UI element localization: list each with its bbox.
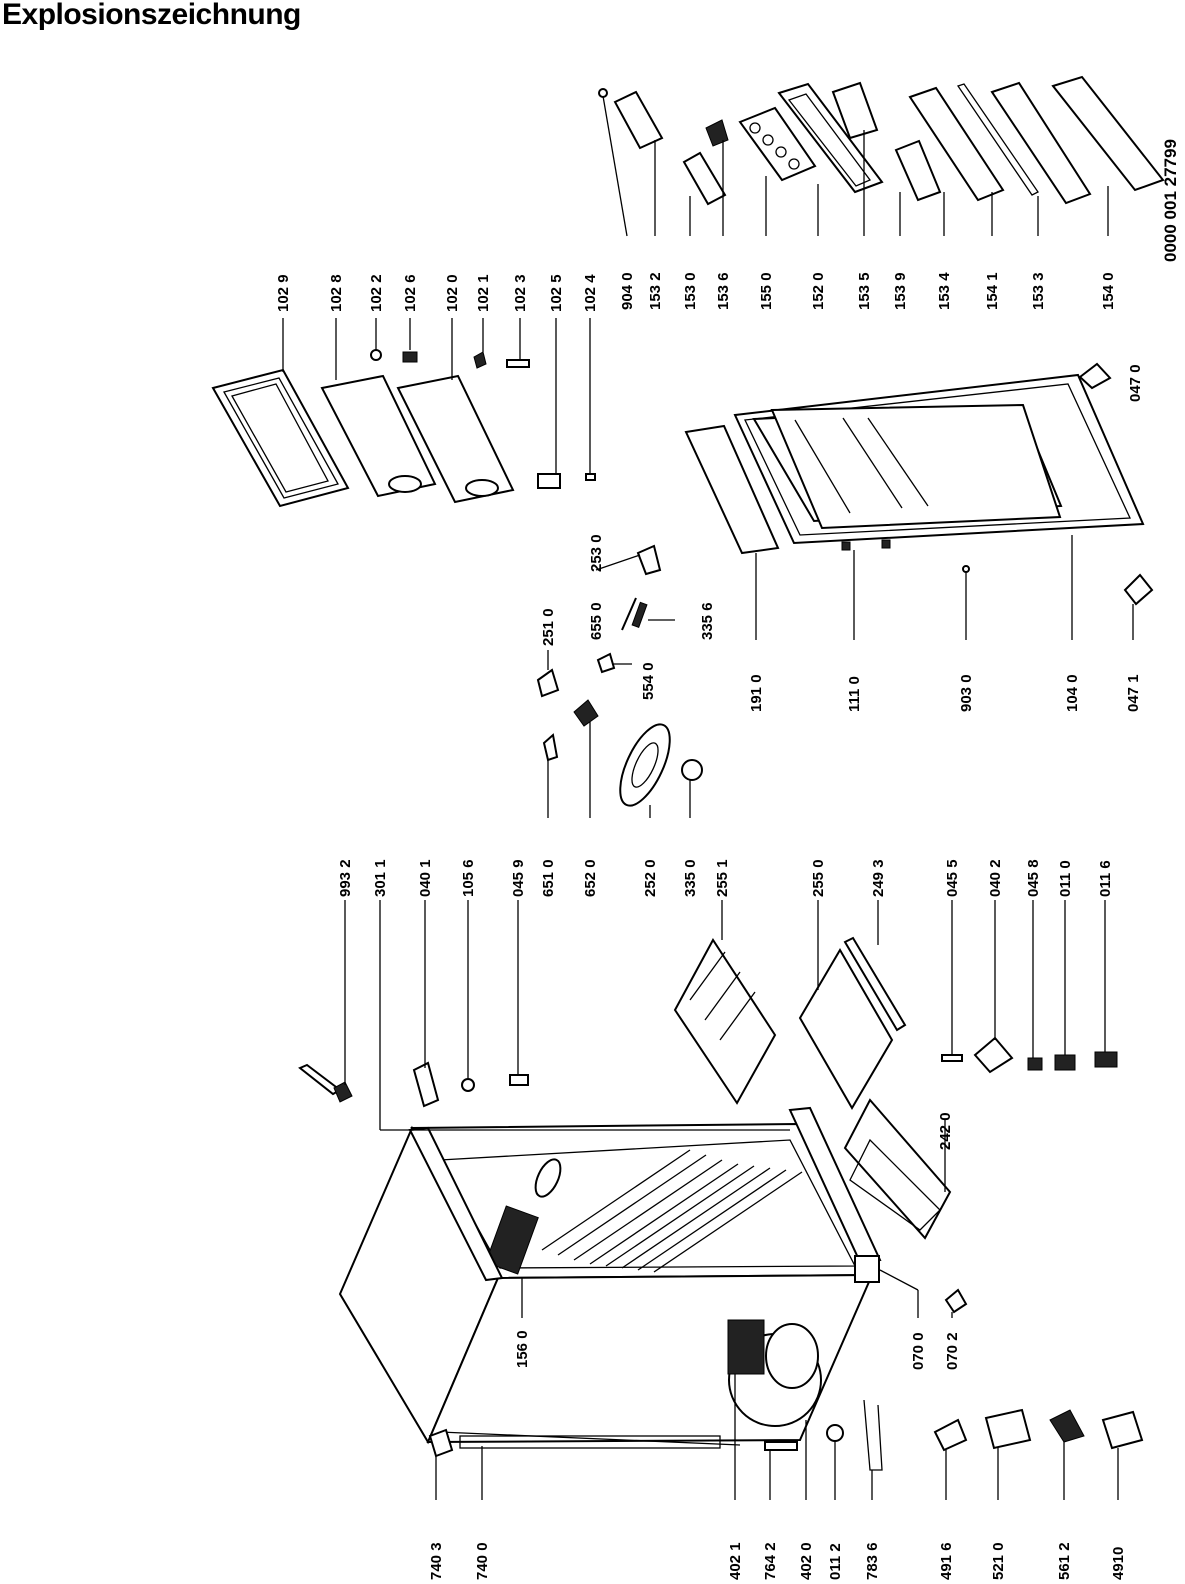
label-783-6: 783 6 (864, 1542, 881, 1580)
label-153-3: 153 3 (1030, 272, 1047, 310)
label-993-2: 993 2 (337, 859, 354, 897)
label-335-0: 335 0 (682, 859, 699, 897)
part-labels: 102 9 102 8 102 2 102 6 102 0 102 1 102 … (275, 139, 1180, 1580)
label-554-0: 554 0 (640, 662, 657, 700)
drawing-glass-shelf-1028 (320, 374, 437, 498)
label-651-0: 651 0 (540, 859, 557, 897)
label-491-6: 491 6 (938, 1542, 955, 1580)
drawing-cabinet-body (338, 1106, 882, 1458)
label-155-0: 155 0 (758, 272, 775, 310)
label-047-0: 047 0 (1127, 364, 1144, 402)
label-102-5: 102 5 (548, 274, 565, 312)
label-402-0: 402 0 (798, 1542, 815, 1580)
label-102-4: 102 4 (582, 274, 599, 312)
label-301-1: 301 1 (372, 859, 389, 897)
drawing-glass-shelf-1020 (396, 374, 515, 504)
label-253-0: 253 0 (588, 534, 605, 572)
leader-lines (282, 95, 1134, 1500)
label-102-6: 102 6 (402, 274, 419, 312)
label-153-0: 153 0 (682, 272, 699, 310)
label-070-0: 070 0 (910, 1332, 927, 1370)
label-040-1: 040 1 (417, 859, 434, 897)
label-251-0: 251 0 (540, 608, 557, 646)
label-153-9: 153 9 (892, 272, 909, 310)
drawing-control-parts (536, 544, 703, 807)
label-152-0: 152 0 (810, 272, 827, 310)
drawing-small-parts-102x (370, 349, 596, 489)
label-255-1: 255 1 (714, 859, 731, 897)
label-521-0: 521 0 (990, 1542, 1007, 1580)
label-111-0: 111 0 (846, 676, 863, 712)
label-045-9: 045 9 (510, 859, 527, 897)
drawing-shelf-frame-1029 (211, 368, 350, 508)
label-102-1: 102 1 (475, 274, 492, 312)
label-047-1: 047 1 (1125, 674, 1142, 712)
label-740-3: 740 3 (428, 1542, 445, 1580)
label-153-5: 153 5 (856, 272, 873, 310)
label-045-8: 045 8 (1025, 859, 1042, 897)
label-104-0: 104 0 (1064, 674, 1081, 712)
label-070-2: 070 2 (944, 1332, 961, 1370)
label-903-0: 903 0 (958, 674, 975, 712)
label-561-2: 561 2 (1056, 1542, 1073, 1580)
label-102-2: 102 2 (368, 274, 385, 312)
drawing-glass-shelves-and-drawer (298, 936, 1144, 1471)
label-011-2: 011 2 (827, 1543, 844, 1580)
label-249-3: 249 3 (870, 859, 887, 897)
label-040-2: 040 2 (987, 859, 1004, 897)
label-652-0: 652 0 (582, 859, 599, 897)
label-764-2: 764 2 (762, 1542, 779, 1580)
label-156-0: 156 0 (514, 1330, 531, 1368)
label-102-3: 102 3 (512, 274, 529, 312)
label-153-6: 153 6 (715, 272, 732, 310)
label-740-0: 740 0 (474, 1542, 491, 1580)
label-255-0: 255 0 (810, 859, 827, 897)
label-045-5: 045 5 (944, 859, 961, 897)
document-number: 0000 001 27799 (1161, 139, 1180, 262)
label-154-1: 154 1 (984, 272, 1001, 310)
label-102-8: 102 8 (328, 274, 345, 312)
label-4910: 4910 (1110, 1547, 1127, 1580)
label-105-6: 105 6 (460, 859, 477, 897)
label-242-0: 242 0 (937, 1112, 954, 1150)
label-252-0: 252 0 (642, 859, 659, 897)
label-011-6: 011 6 (1097, 860, 1114, 897)
drawing-door-assembly (684, 362, 1154, 606)
label-153-4: 153 4 (936, 272, 953, 310)
label-102-9: 102 9 (275, 274, 292, 312)
label-335-6: 335 6 (699, 602, 716, 640)
label-011-0: 011 0 (1057, 860, 1074, 897)
label-153-2: 153 2 (647, 272, 664, 310)
label-402-1: 402 1 (727, 1542, 744, 1580)
label-904-0: 904 0 (619, 272, 636, 310)
label-655-0: 655 0 (588, 602, 605, 640)
label-102-0: 102 0 (444, 274, 461, 312)
label-154-0: 154 0 (1100, 272, 1117, 310)
page-title: Explosionszeichnung (2, 0, 301, 31)
drawing-door-bins (598, 75, 1165, 206)
label-191-0: 191 0 (748, 674, 765, 712)
